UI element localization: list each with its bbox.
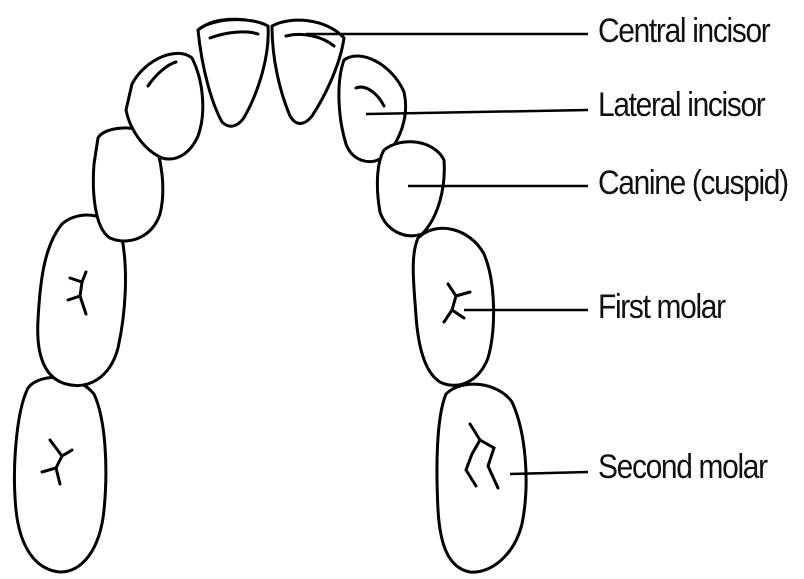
label-canine: Canine (cuspid) xyxy=(598,166,788,200)
right-canine xyxy=(377,142,444,236)
right-central-incisor xyxy=(272,20,344,123)
left-second-molar xyxy=(15,377,106,572)
label-first-molar: First molar xyxy=(598,290,725,324)
left-first-molar xyxy=(38,215,126,385)
label-second-molar: Second molar xyxy=(598,450,767,484)
left-lateral-incisor xyxy=(198,20,268,127)
label-lateral-incisor: Lateral incisor xyxy=(598,88,764,122)
right-first-molar xyxy=(413,228,493,385)
label-central-incisor: Central incisor xyxy=(598,14,769,48)
right-second-molar xyxy=(437,384,526,572)
